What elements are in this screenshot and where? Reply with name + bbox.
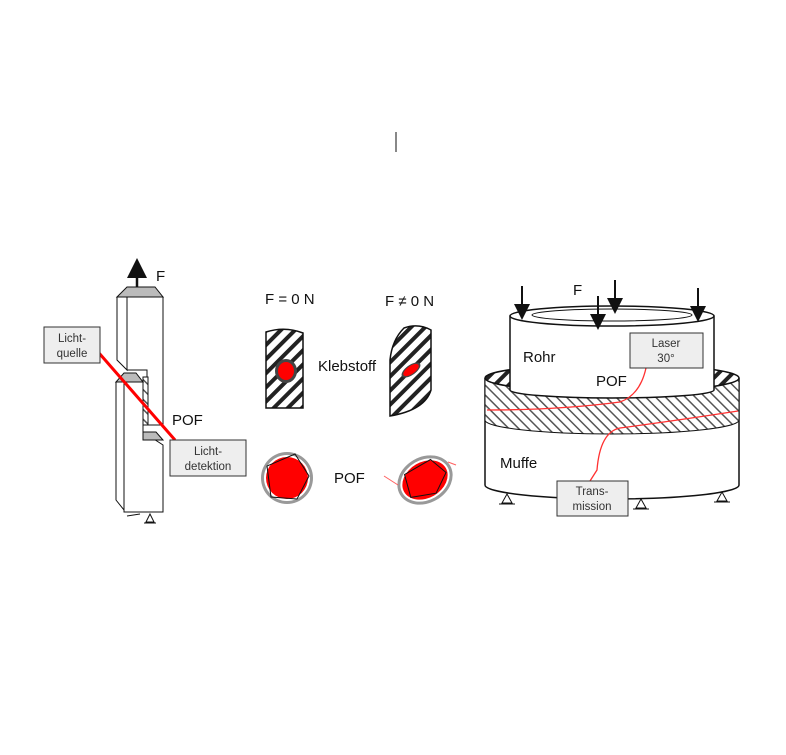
fiber-cross-section-round <box>266 457 308 499</box>
laser-label-2: 30° <box>657 353 674 365</box>
lap-shear-specimen: F Licht- quelle POF Licht- detektion <box>43 258 247 524</box>
laser-box <box>629 332 704 369</box>
pof-label-right: POF <box>596 373 627 390</box>
force-nonzero-label: F ≠ 0 N <box>385 293 434 310</box>
adhesive-layer <box>142 376 149 426</box>
light-source-label-2: quelle <box>57 348 88 360</box>
support-icon <box>714 490 730 503</box>
light-detection-label-2: detektion <box>185 461 232 473</box>
pipe-sleeve-assembly: F Rohr POF Muffe Laser 30° Trans- missio… <box>484 280 740 517</box>
fiber-core-elliptic <box>403 363 419 377</box>
pipe-label: Rohr <box>523 349 556 366</box>
support-icon <box>144 512 156 524</box>
pof-label: POF <box>172 412 203 429</box>
laser-label-1: Laser <box>652 338 681 350</box>
light-detection-box <box>169 439 247 477</box>
force-label-right: F <box>573 282 582 299</box>
upper-block-top <box>115 286 165 298</box>
transmission-label-1: Trans- <box>576 486 609 498</box>
cross-sections: F = 0 N F ≠ 0 N Klebstoff POF <box>261 291 457 505</box>
pof-section-label: POF <box>334 470 365 487</box>
sleeve-label: Muffe <box>500 455 537 472</box>
pof-fiber-ring <box>486 367 647 411</box>
pof-fiber <box>97 352 177 441</box>
support-icon <box>633 497 649 510</box>
light-source-label-1: Licht- <box>58 333 86 345</box>
force-zero-label: F = 0 N <box>265 291 315 308</box>
fiber-core-round <box>278 362 294 380</box>
transmission-box <box>556 480 629 517</box>
force-label: F <box>156 268 165 285</box>
fiber-cross-section-deformed <box>402 460 448 500</box>
support-icon <box>499 492 515 505</box>
light-source-box <box>43 326 101 364</box>
transmission-label-2: mission <box>573 501 612 513</box>
lower-block <box>123 381 164 513</box>
light-detection-label-1: Licht- <box>194 446 222 458</box>
adhesive-label: Klebstoff <box>318 358 377 375</box>
